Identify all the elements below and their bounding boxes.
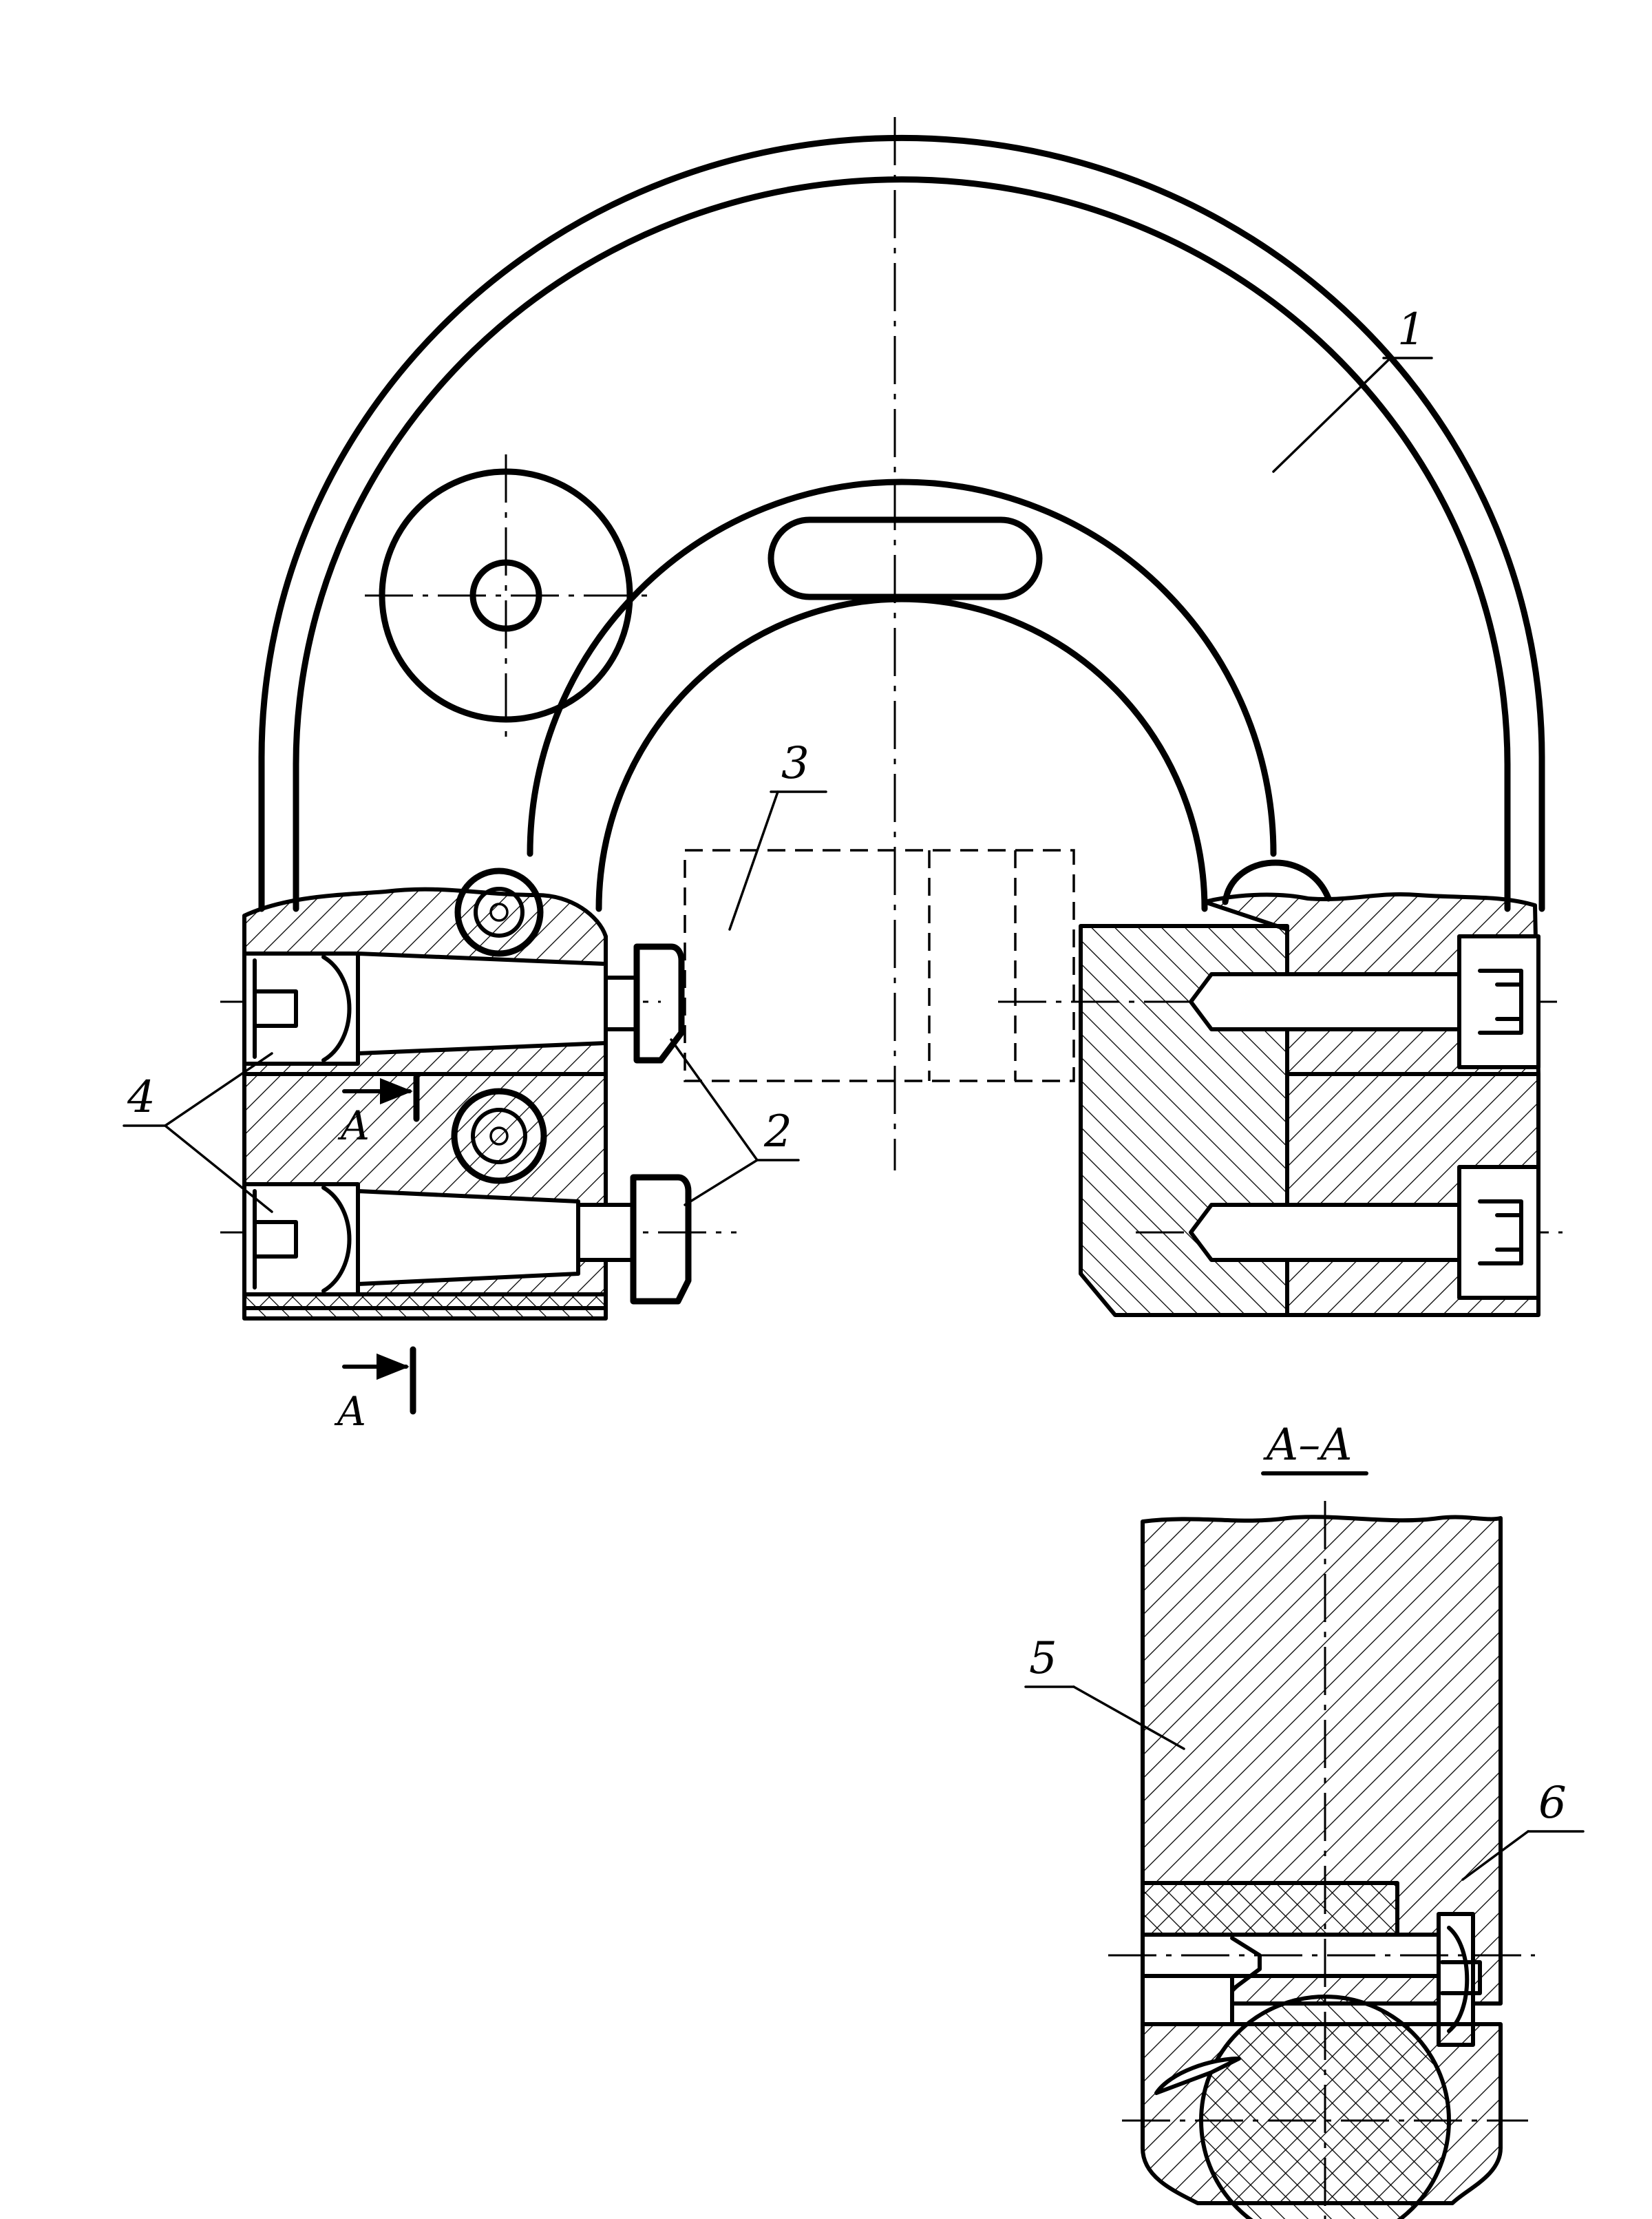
left-clamp-block: [242, 867, 639, 1321]
section-mark-top: A: [337, 1102, 370, 1149]
leaders-main: 1 3 2 4: [123, 304, 1433, 1213]
right-clamp-block: [1079, 859, 1540, 1317]
section-title: A–A: [1263, 1420, 1352, 1471]
arched-frame: [258, 134, 1545, 912]
center-lines-section: [1108, 1501, 1535, 2219]
section-mark-bottom: A: [334, 1388, 366, 1435]
workpiece-hidden: [684, 849, 1075, 1082]
section-mark-a: A A: [334, 1074, 420, 1435]
jaws: [630, 943, 692, 1305]
section-a-a: A–A: [1141, 1420, 1503, 2219]
leaders-section: 5 6: [1024, 1633, 1585, 1881]
label-part-6: 6: [1538, 1778, 1567, 1829]
label-part-3: 3: [781, 738, 809, 789]
frame-slot: [767, 516, 1043, 600]
label-part-5: 5: [1029, 1633, 1057, 1684]
label-part-1: 1: [1397, 304, 1426, 355]
label-part-4: 4: [127, 1072, 156, 1123]
label-part-2: 2: [763, 1106, 792, 1157]
